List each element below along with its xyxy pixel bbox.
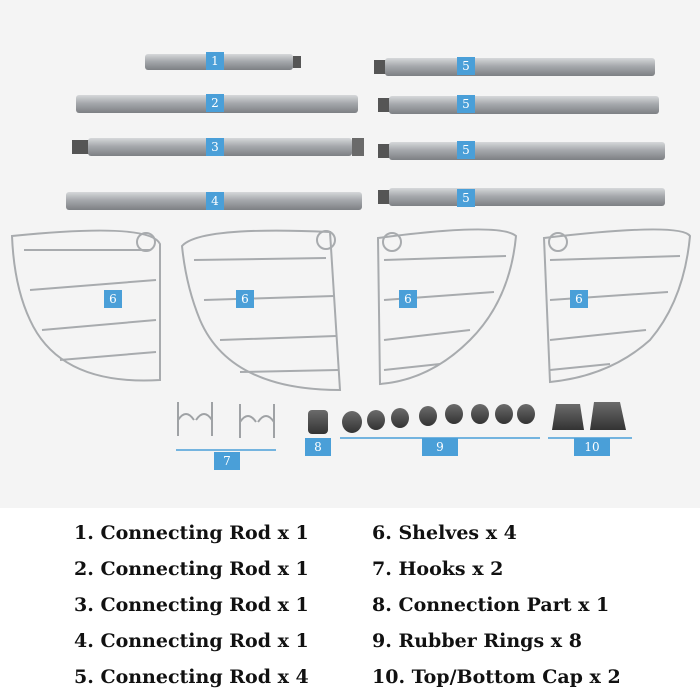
label-rod-5a: 5 [457, 57, 475, 75]
rod-5d [378, 188, 665, 206]
product-photo: 1 2 3 4 5 5 5 5 6 6 6 6 7 8 9 10 [0, 0, 700, 508]
connection-part [308, 410, 328, 434]
legend-item-6: 6. Shelves x 4 [372, 522, 517, 544]
label-hooks: 7 [214, 452, 240, 470]
legend-item-4: 4. Connecting Rod x 1 [74, 630, 309, 652]
legend-item-7: 7. Hooks x 2 [372, 558, 504, 580]
label-shelf-1: 6 [104, 290, 122, 308]
legend-item-2: 2. Connecting Rod x 1 [74, 558, 309, 580]
label-rod-3: 3 [206, 138, 224, 156]
label-shelf-3: 6 [399, 290, 417, 308]
label-rod-5b: 5 [457, 95, 475, 113]
legend-item-1: 1. Connecting Rod x 1 [74, 522, 309, 544]
label-rod-5d: 5 [457, 189, 475, 207]
rod-5a [374, 58, 655, 76]
legend-item-10: 10. Top/Bottom Cap x 2 [372, 666, 621, 688]
shelf-1 [10, 229, 161, 382]
shelf-2 [180, 229, 342, 392]
top-bottom-caps [548, 402, 632, 439]
rod-5c [378, 142, 665, 160]
label-caps: 10 [574, 438, 610, 456]
rubber-rings [340, 404, 540, 439]
shelf-3 [376, 228, 518, 386]
label-rod-1: 1 [206, 52, 224, 70]
label-shelf-4: 6 [570, 290, 588, 308]
legend-item-8: 8. Connection Part x 1 [372, 594, 610, 616]
parts-illustration [10, 54, 692, 451]
label-shelf-2: 6 [236, 290, 254, 308]
parts-legend: 1. Connecting Rod x 1 2. Connecting Rod … [0, 508, 700, 700]
legend-item-3: 3. Connecting Rod x 1 [74, 594, 309, 616]
label-rings: 9 [422, 438, 458, 456]
shelf-4 [542, 228, 692, 384]
label-rod-4: 4 [206, 192, 224, 210]
label-rod-2: 2 [206, 94, 224, 112]
legend-item-5: 5. Connecting Rod x 4 [74, 666, 309, 688]
legend-item-9: 9. Rubber Rings x 8 [372, 630, 582, 652]
hooks [176, 402, 276, 451]
rod-5b [378, 96, 659, 114]
label-rod-5c: 5 [457, 141, 475, 159]
label-connection: 8 [305, 438, 331, 456]
